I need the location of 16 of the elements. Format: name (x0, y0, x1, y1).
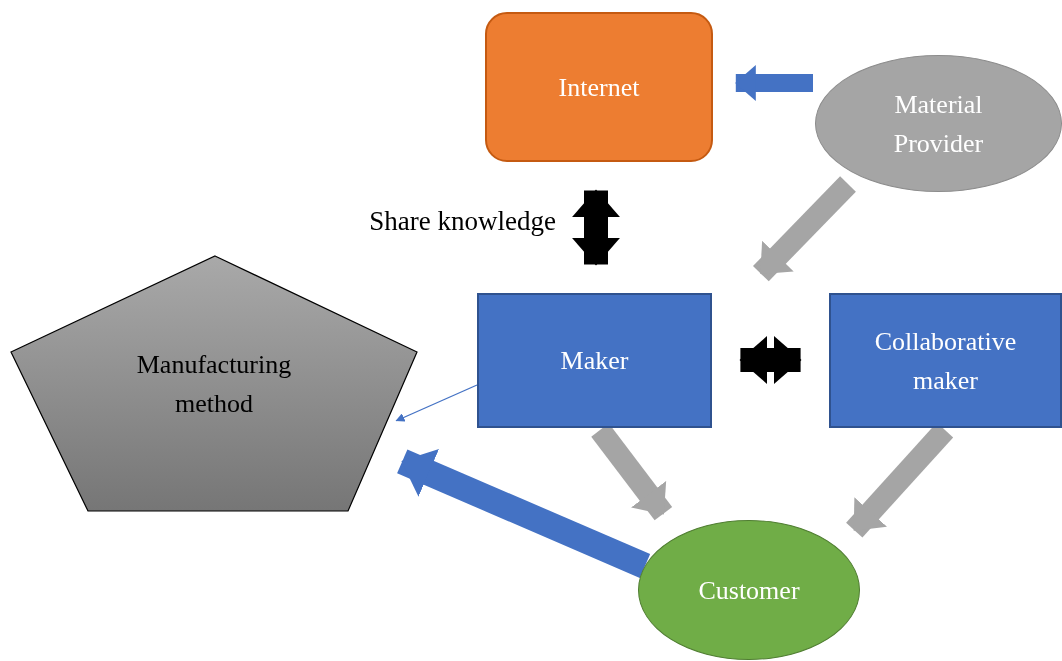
node-label: Material Provider (892, 88, 985, 160)
arrow (395, 384, 478, 422)
block-arrow (739, 337, 802, 383)
process-box (485, 12, 713, 162)
node-label: Manufacturing method (135, 348, 293, 420)
pentagon-node (10, 255, 418, 512)
block-arrow (735, 65, 813, 101)
node-label: Collaborative maker (873, 325, 1018, 397)
node-label: Customer (698, 574, 800, 607)
block-arrow (397, 449, 651, 578)
node-label: Internet (558, 71, 640, 104)
node-label: Maker (560, 345, 629, 377)
process-box (477, 293, 712, 428)
block-arrow (752, 176, 856, 282)
block-arrow (573, 189, 619, 266)
process-box (829, 293, 1062, 428)
